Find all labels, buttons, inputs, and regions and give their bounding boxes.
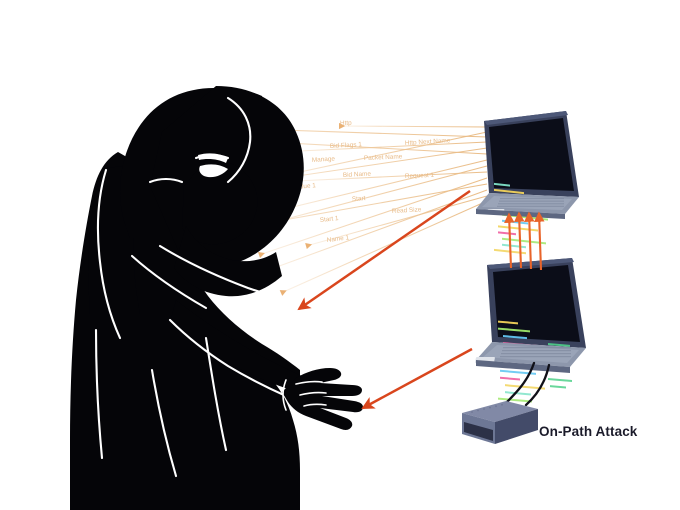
intercept-to-hand-arrow <box>361 347 473 410</box>
svg-text:Manage: Manage <box>312 155 336 164</box>
intercepting-laptop[interactable] <box>475 258 586 403</box>
intercept-keyboard <box>500 347 571 358</box>
svg-text:Start 1: Start 1 <box>319 215 339 224</box>
attack-arrows <box>297 189 473 410</box>
on-path-attack-label: On-Path Attack <box>539 424 638 439</box>
network-cables <box>503 361 551 407</box>
svg-text:Name 1: Name 1 <box>326 234 349 244</box>
svg-text:Http: Http <box>340 120 352 127</box>
victim-keyboard <box>497 198 564 207</box>
attacker-body <box>70 86 312 510</box>
svg-text:Http Next Name: Http Next Name <box>405 137 451 147</box>
svg-text:Packet Name: Packet Name <box>364 153 403 162</box>
switch-vents <box>471 403 503 413</box>
attacker-hand <box>282 368 363 430</box>
svg-text:Bid Flags 1: Bid Flags 1 <box>330 141 363 150</box>
svg-text:Bid Name: Bid Name <box>343 171 372 179</box>
svg-text:Start: Start <box>352 195 366 203</box>
victim-laptop[interactable] <box>476 111 579 255</box>
network-switch[interactable] <box>462 401 538 510</box>
attacker-eye <box>198 153 228 178</box>
svg-text:Request 1: Request 1 <box>405 172 435 180</box>
svg-text:Read Size: Read Size <box>392 206 422 215</box>
laptop-to-laptop-link <box>504 211 545 271</box>
victim-to-attacker-arrow <box>297 189 471 311</box>
